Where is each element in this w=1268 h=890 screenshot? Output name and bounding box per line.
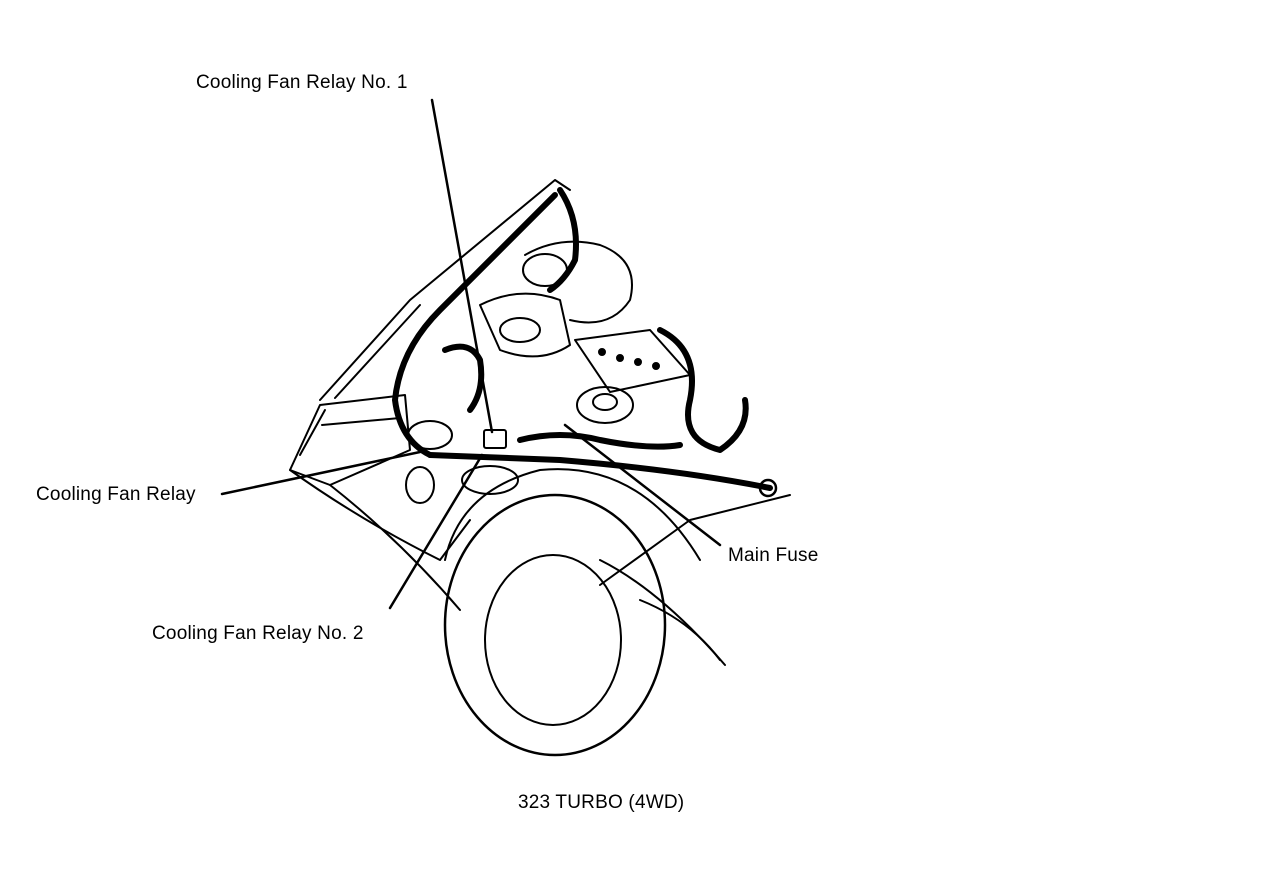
diagram-caption: 323 TURBO (4WD): [518, 792, 685, 813]
label-main-fuse: Main Fuse: [728, 545, 819, 566]
harness-end-connector: [758, 478, 778, 498]
label-cooling-fan-relay-no1: Cooling Fan Relay No. 1: [196, 72, 408, 93]
label-cooling-fan-relay: Cooling Fan Relay: [36, 484, 196, 505]
front-wheel: [443, 468, 701, 757]
car-body: [289, 179, 791, 666]
wiring-harness: [392, 187, 773, 491]
label-cooling-fan-relay-no2: Cooling Fan Relay No. 2: [152, 623, 364, 644]
leader-lines: [220, 98, 722, 610]
engine-components: [405, 240, 691, 504]
